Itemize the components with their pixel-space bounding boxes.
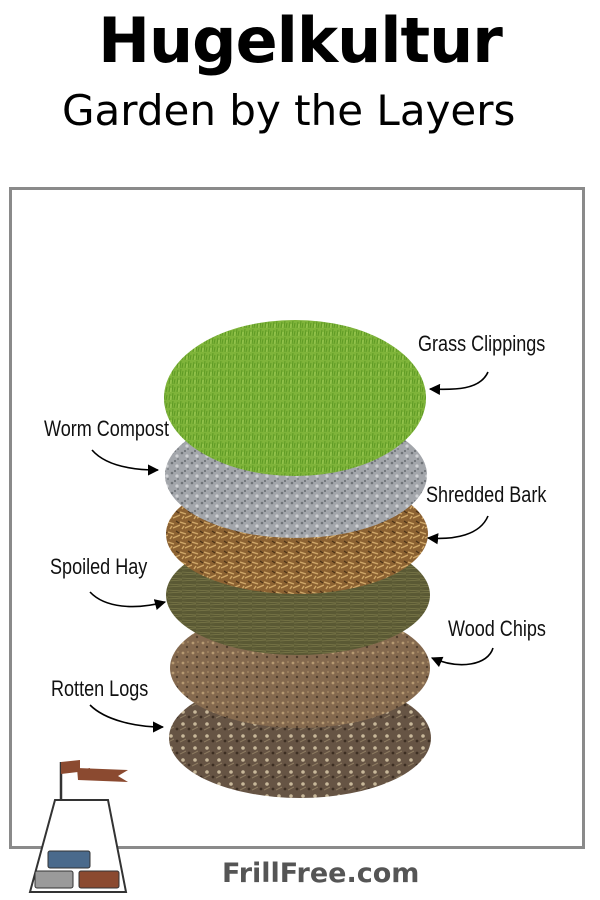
footer-site-name[interactable]: FrillFree.com [222,858,420,889]
label-grass-clippings: Grass Clippings [418,331,546,356]
arrow-rotten-logs [89,704,165,733]
label-worm-compost: Worm Compost [44,416,169,441]
arrow-shredded-bark [426,515,489,545]
arrow-spoiled-hay [89,591,167,611]
page-subtitle: Garden by the Layers [62,86,516,135]
arrow-worm-compost [91,449,160,476]
arrow-wood-chips [430,647,494,668]
frillfree-logo-icon [28,760,128,893]
layer-grass-clippings [164,320,426,476]
label-wood-chips: Wood Chips [448,616,546,641]
page-title: Hugelkultur [98,4,503,77]
label-rotten-logs: Rotten Logs [51,676,149,701]
label-spoiled-hay: Spoiled Hay [50,554,148,579]
arrow-grass-clippings [428,371,489,395]
label-shredded-bark: Shredded Bark [426,482,547,507]
